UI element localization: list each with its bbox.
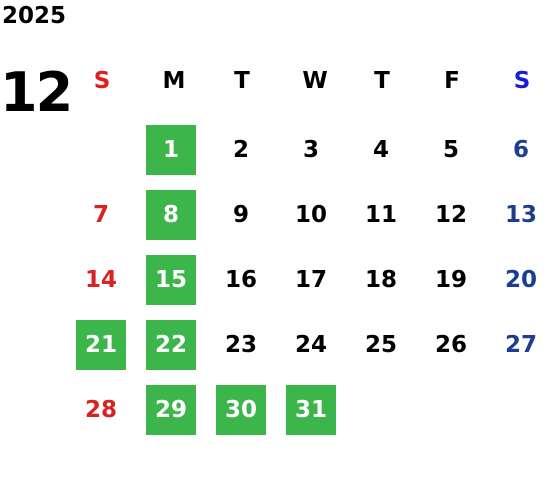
weekday-header-tue: T — [234, 68, 250, 94]
day-cell: 5 — [442, 137, 459, 163]
day-cell-highlighted: 30 — [216, 385, 266, 435]
day-cell: 10 — [294, 202, 327, 228]
weekday-header-sat: S — [513, 68, 531, 94]
weekday-header-mon: M — [162, 68, 186, 94]
day-cell: 24 — [294, 332, 327, 358]
day-cell: 13 — [504, 202, 537, 228]
day-cell: 23 — [224, 332, 257, 358]
day-cell: 19 — [434, 267, 467, 293]
day-cell-highlighted: 21 — [76, 320, 126, 370]
day-cell: 18 — [364, 267, 397, 293]
weekday-header-fri: F — [444, 68, 460, 94]
day-cell: 7 — [92, 202, 109, 228]
day-cell-highlighted: 22 — [146, 320, 196, 370]
day-cell: 14 — [84, 267, 117, 293]
day-cell: 25 — [364, 332, 397, 358]
day-cell: 26 — [434, 332, 467, 358]
month-number: 12 — [0, 61, 73, 124]
weekday-header-thu: T — [374, 68, 390, 94]
day-cell: 28 — [84, 397, 117, 423]
day-cell-highlighted: 31 — [286, 385, 336, 435]
day-cell-highlighted: 1 — [146, 125, 196, 175]
day-cell-highlighted: 8 — [146, 190, 196, 240]
day-cell: 12 — [434, 202, 467, 228]
day-cell: 3 — [302, 137, 319, 163]
day-cell: 16 — [224, 267, 257, 293]
day-cell: 27 — [504, 332, 537, 358]
weekday-header-wed: W — [302, 68, 328, 94]
day-cell-highlighted: 29 — [146, 385, 196, 435]
day-cell-highlighted: 15 — [146, 255, 196, 305]
day-cell: 6 — [512, 137, 529, 163]
day-cell: 17 — [294, 267, 327, 293]
day-cell: 9 — [232, 202, 249, 228]
weekday-header-sun: S — [93, 68, 111, 94]
day-cell: 11 — [364, 202, 397, 228]
day-cell: 20 — [504, 267, 537, 293]
year-label: 2025 — [2, 3, 67, 29]
day-cell: 2 — [232, 137, 249, 163]
day-cell: 4 — [372, 137, 389, 163]
